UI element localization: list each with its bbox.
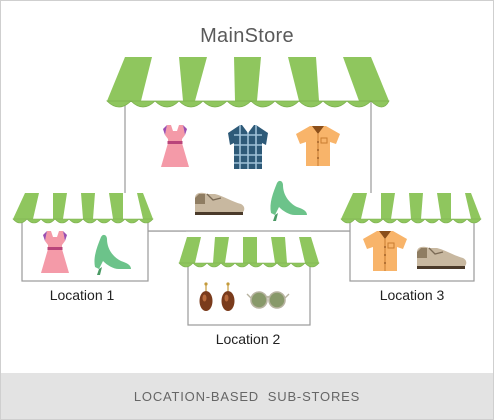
plaid-shirt-icon <box>227 124 269 170</box>
location-1-label: Location 1 <box>49 287 115 303</box>
location-2-awning <box>178 237 320 268</box>
main-store-title: MainStore <box>200 25 294 47</box>
location-2-label: Location 2 <box>215 331 281 347</box>
main-store <box>106 57 390 232</box>
location-1-building <box>21 218 149 282</box>
location-3-label: Location 3 <box>379 287 445 303</box>
location-3-store <box>340 193 482 282</box>
location-1-store <box>12 193 154 282</box>
location-3-building <box>349 218 475 282</box>
location-3-awning <box>340 193 482 224</box>
footer-caption: LOCATION-BASED SUB-STORES <box>1 373 493 419</box>
location-1-awning <box>12 193 154 224</box>
footer-label: LOCATION-BASED SUB-STORES <box>133 388 361 404</box>
location-2-store <box>178 237 320 326</box>
main-store-awning <box>106 57 390 108</box>
